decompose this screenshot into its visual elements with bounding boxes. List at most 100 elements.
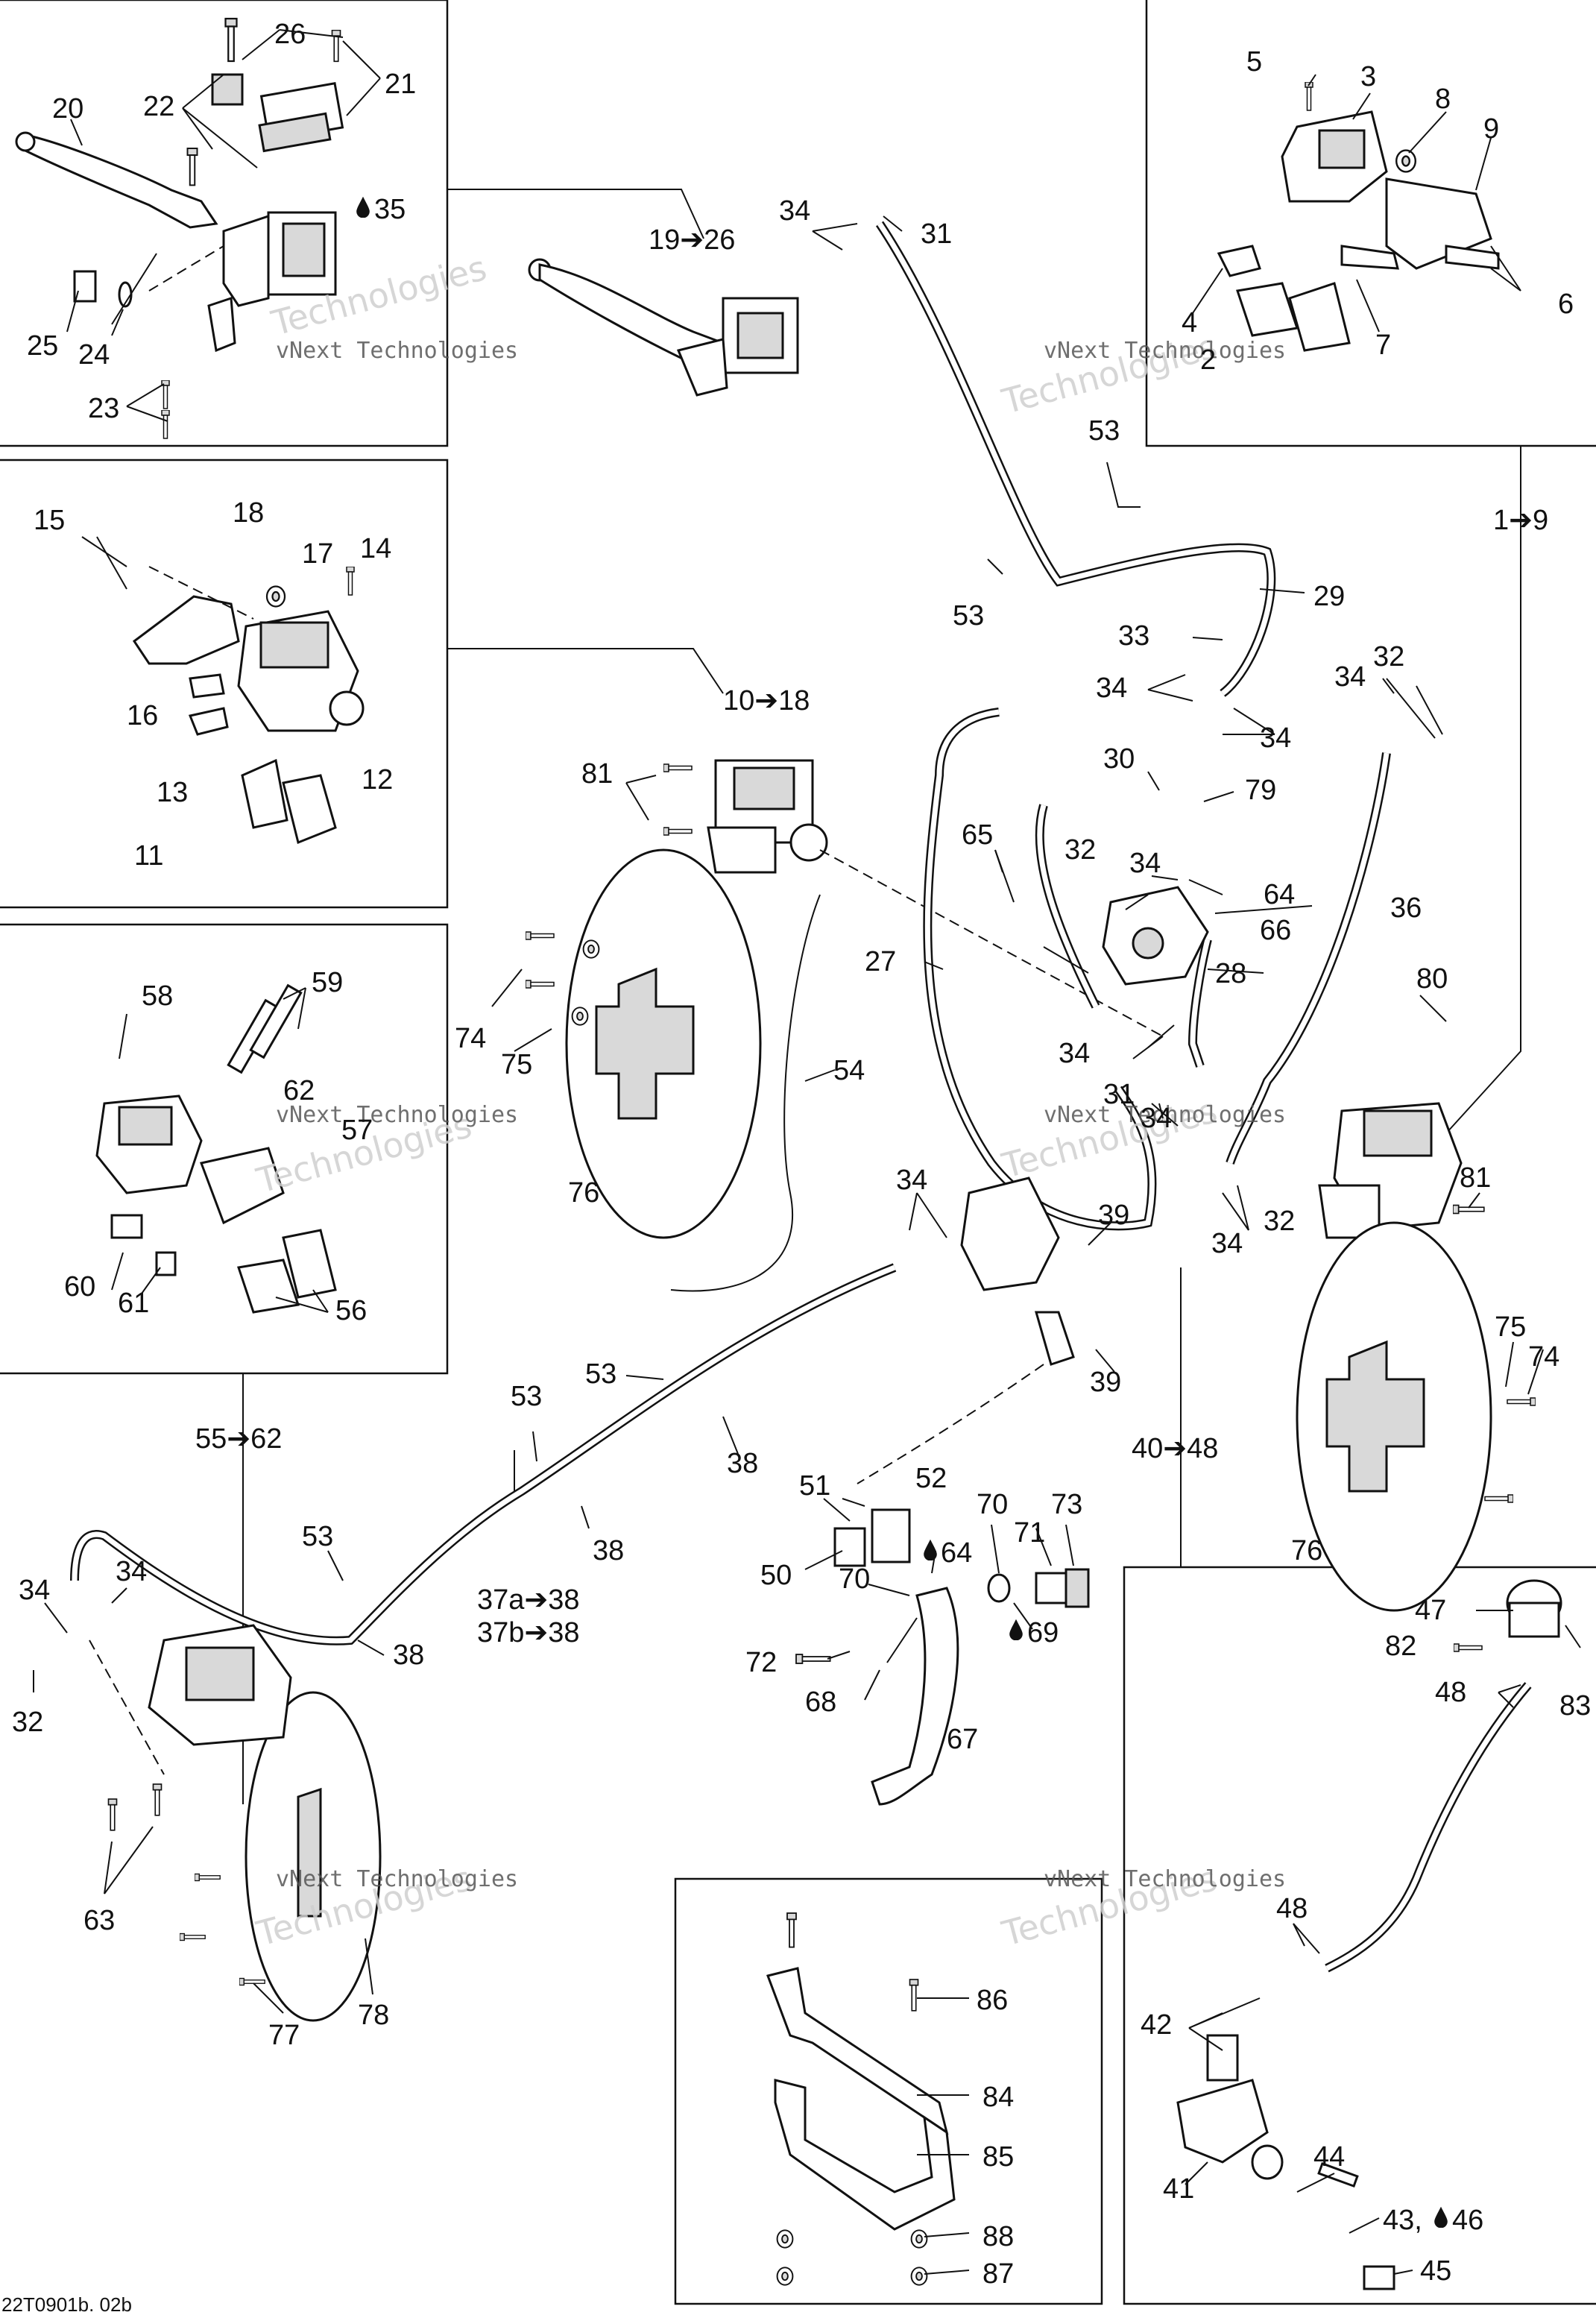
label-32-a: 32 bbox=[1373, 641, 1404, 673]
rear-master-cylinder bbox=[1176, 1579, 1562, 2290]
label-79: 79 bbox=[1245, 775, 1276, 806]
label-55-62: 55➔62 bbox=[195, 1423, 282, 1455]
label-20: 20 bbox=[52, 93, 83, 125]
label-16: 16 bbox=[127, 700, 158, 731]
label-64-a: 64 bbox=[1264, 879, 1295, 910]
label-83: 83 bbox=[1559, 1690, 1591, 1722]
label-3: 3 bbox=[1360, 61, 1376, 92]
label-41: 41 bbox=[1163, 2173, 1194, 2205]
label-61: 61 bbox=[118, 1288, 149, 1319]
label-76-a: 76 bbox=[568, 1177, 599, 1209]
label-45: 45 bbox=[1420, 2255, 1451, 2287]
label-34-i: 34 bbox=[1211, 1228, 1243, 1259]
label-67: 67 bbox=[947, 1724, 978, 1755]
label-34-g: 34 bbox=[1141, 1103, 1172, 1134]
label-25: 25 bbox=[27, 330, 58, 362]
label-10-18: 10➔18 bbox=[723, 685, 810, 716]
label-36: 36 bbox=[1390, 892, 1422, 924]
brake-disc-rear bbox=[245, 1691, 382, 2022]
label-53-top: 53 bbox=[1088, 415, 1120, 447]
label-28: 28 bbox=[1215, 958, 1246, 989]
svg-text:vNext Technologies: vNext Technologies bbox=[1044, 338, 1286, 364]
label-22: 22 bbox=[143, 91, 174, 122]
label-74-b: 74 bbox=[1528, 1341, 1559, 1373]
label-34-c: 34 bbox=[1260, 722, 1291, 754]
label-9: 9 bbox=[1483, 113, 1499, 145]
label-64-b: 64 bbox=[941, 1537, 972, 1569]
label-14: 14 bbox=[360, 533, 391, 564]
label-87: 87 bbox=[982, 2258, 1014, 2290]
front-caliper-middle bbox=[663, 759, 1164, 1037]
label-38-a: 38 bbox=[727, 1448, 758, 1479]
brake-disc-front-left bbox=[565, 848, 762, 1239]
label-60: 60 bbox=[64, 1271, 95, 1303]
label-21: 21 bbox=[385, 69, 416, 100]
front-caliper-right bbox=[1318, 1102, 1485, 1263]
label-39-b: 39 bbox=[1090, 1367, 1121, 1398]
label-19-26: 19➔26 bbox=[649, 224, 735, 256]
label-51: 51 bbox=[799, 1470, 830, 1502]
label-53-b: 53 bbox=[953, 600, 984, 631]
label-34-k: 34 bbox=[116, 1556, 147, 1587]
label-32-d: 32 bbox=[12, 1707, 43, 1738]
label-53-c: 53 bbox=[585, 1358, 616, 1390]
label-6: 6 bbox=[1558, 289, 1574, 320]
box-rear-master-cylinder bbox=[1123, 1566, 1596, 2305]
label-48-a: 48 bbox=[1435, 1677, 1466, 1708]
label-70-b: 70 bbox=[839, 1563, 870, 1595]
label-12: 12 bbox=[362, 764, 393, 796]
label-11: 11 bbox=[134, 840, 163, 872]
label-31-b: 31 bbox=[1103, 1079, 1135, 1110]
label-69: 69 bbox=[1027, 1617, 1059, 1648]
label-81-b: 81 bbox=[1460, 1162, 1491, 1194]
rear-caliper bbox=[89, 1624, 292, 1832]
label-50: 50 bbox=[760, 1560, 792, 1591]
label-2: 2 bbox=[1200, 344, 1216, 376]
label-18: 18 bbox=[233, 497, 264, 529]
box-front-master-cylinder bbox=[0, 0, 449, 447]
label-68: 68 bbox=[805, 1686, 836, 1718]
label-34-e: 34 bbox=[1129, 848, 1161, 879]
label-59: 59 bbox=[312, 967, 343, 998]
label-29: 29 bbox=[1313, 581, 1345, 612]
front-caliper-left bbox=[81, 536, 365, 845]
label-38-c: 38 bbox=[393, 1640, 424, 1671]
label-34-f: 34 bbox=[1059, 1038, 1090, 1069]
label-33: 33 bbox=[1118, 620, 1149, 652]
label-34-j: 34 bbox=[19, 1575, 50, 1606]
label-37a-38: 37a➔38 bbox=[477, 1584, 580, 1616]
proportioning-valve bbox=[857, 886, 1209, 1484]
label-34-d: 34 bbox=[1334, 661, 1366, 693]
label-81-a: 81 bbox=[581, 758, 613, 790]
label-37b-38: 37b➔38 bbox=[477, 1617, 580, 1648]
label-7: 7 bbox=[1375, 330, 1391, 361]
label-48-b: 48 bbox=[1276, 1893, 1308, 1924]
label-26: 26 bbox=[274, 19, 306, 50]
label-40-48: 40➔48 bbox=[1132, 1433, 1218, 1464]
label-62: 62 bbox=[283, 1075, 315, 1106]
label-24: 24 bbox=[78, 339, 110, 371]
front-master-cylinder-assembly bbox=[15, 17, 344, 439]
label-56: 56 bbox=[335, 1295, 367, 1326]
label-84: 84 bbox=[982, 2082, 1014, 2113]
label-23: 23 bbox=[88, 393, 119, 424]
label-65: 65 bbox=[962, 819, 993, 851]
label-43: 43, bbox=[1383, 2205, 1422, 2236]
brake-disc-front-right bbox=[1296, 1221, 1492, 1612]
label-38-b: 38 bbox=[593, 1535, 624, 1566]
label-5: 5 bbox=[1246, 46, 1262, 78]
support-bracket bbox=[766, 1912, 956, 2286]
label-30: 30 bbox=[1103, 743, 1135, 775]
label-53-e: 53 bbox=[302, 1521, 333, 1552]
part-number-labels: 20 22 26 21 35 25 24 23 19➔26 34 31 5 3 … bbox=[12, 19, 1591, 2290]
label-85: 85 bbox=[982, 2141, 1014, 2173]
label-76-b: 76 bbox=[1291, 1535, 1322, 1566]
label-73: 73 bbox=[1051, 1489, 1082, 1520]
label-72: 72 bbox=[745, 1647, 777, 1678]
label-32-c: 32 bbox=[1264, 1206, 1295, 1237]
label-75-a: 75 bbox=[501, 1049, 532, 1080]
label-78: 78 bbox=[358, 2000, 389, 2031]
label-46: 46 bbox=[1452, 2205, 1483, 2236]
front-caliper-top-right bbox=[1217, 82, 1521, 352]
label-34-b: 34 bbox=[1096, 673, 1127, 704]
